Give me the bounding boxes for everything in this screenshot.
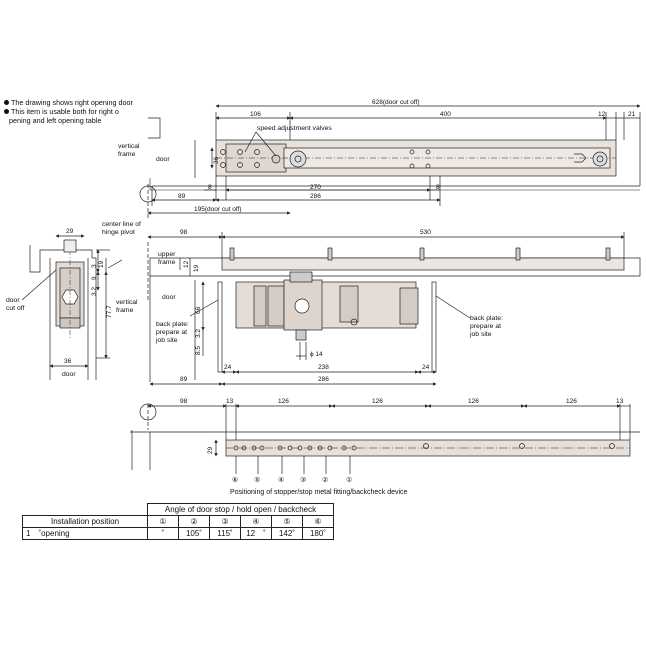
angle-table: Angle of door stop / hold open / backche…: [22, 503, 334, 540]
dim-24-right: 24: [422, 364, 430, 371]
table-corner: [23, 504, 148, 516]
dim-12-mid: 12: [183, 260, 190, 268]
col-head-4: ④: [240, 515, 272, 528]
position-5: ⑤: [254, 476, 260, 484]
position-4: ④: [278, 476, 284, 484]
dim-19-mid: 19: [193, 264, 200, 272]
dim-126-2: 126: [372, 398, 383, 405]
col-head-5: ⑤: [271, 515, 303, 528]
dim-270: 270: [310, 184, 321, 191]
dim-8-left: 8: [208, 184, 212, 191]
top-view: [139, 104, 641, 220]
dim-36-top: 36: [213, 156, 220, 164]
dim-3-side: 3: [91, 264, 98, 268]
cell-2: 105˚: [178, 527, 210, 540]
middle-elevation: [147, 232, 641, 386]
col-head-6: ⑥: [302, 515, 334, 528]
dim-98-bottom: 98: [180, 398, 188, 405]
note-1: The drawing shows right opening door: [4, 98, 133, 107]
dim-286-mid: 286: [318, 376, 329, 383]
cell-1: ˚: [147, 527, 179, 540]
dim-8.5: 8.5: [195, 346, 202, 355]
bottom-plan: [130, 403, 640, 474]
dim-66: 66: [195, 306, 202, 314]
dim-24-left: 24: [224, 364, 232, 371]
table-group-header: Angle of door stop / hold open / backche…: [147, 503, 334, 516]
dim-19-side: 19: [98, 260, 105, 268]
bullet-icon: [4, 109, 9, 114]
table-header-row: Angle of door stop / hold open / backche…: [23, 503, 334, 516]
top-view-text: 628(door cut off) 106 400 12 21 36 8 270…: [118, 99, 636, 213]
dim-238: 238: [318, 364, 329, 371]
label-door-top: door: [156, 156, 170, 163]
dim-36-side: 36: [64, 358, 72, 365]
side-section: [21, 234, 123, 380]
table-row-header: Installation position: [22, 515, 148, 528]
position-1: ①: [346, 476, 352, 484]
dim-21: 21: [628, 111, 636, 118]
dim-9-side: 9: [91, 276, 98, 280]
position-6: ⑥: [232, 476, 238, 484]
note-3: pening and left opening table: [9, 116, 102, 125]
label-speed-valves: speed adjustment valves: [257, 125, 332, 132]
bottom-plan-text: 98 13 126 126 126 126 13 29 ⑥ ⑤ ④ ③ ② ①: [180, 398, 624, 484]
table-column-row: Installation position ① ② ③ ④ ⑤ ⑥: [22, 515, 334, 528]
dim-126-3: 126: [468, 398, 479, 405]
cell-6: 180˚: [302, 527, 334, 540]
label-door-side: door: [62, 371, 76, 378]
col-head-1: ①: [147, 515, 179, 528]
dim-400: 400: [440, 111, 451, 118]
dim-13-left: 13: [226, 398, 234, 405]
cell-5: 142˚: [271, 527, 303, 540]
cell-4: 12 ˚: [240, 527, 272, 540]
dim-12: 12: [598, 111, 606, 118]
col-head-3: ③: [209, 515, 241, 528]
dim-77.7: 77.7: [106, 305, 113, 318]
dim-29-side: 29: [66, 228, 74, 235]
col-head-2: ②: [178, 515, 210, 528]
dim-3.2-side: 3.2: [91, 287, 98, 296]
dim-89-top: 89: [178, 193, 186, 200]
middle-elevation-text: 98 530 12 19 66 3.2 8.5 24 238 24 89 286…: [155, 229, 503, 383]
position-2: ②: [322, 476, 328, 484]
dim-8-right: 8: [436, 184, 440, 191]
dim-195: 195(door cut off): [194, 206, 242, 213]
dim-3.2-mid: 3.2: [195, 329, 202, 338]
cell-3: 115˚: [209, 527, 241, 540]
bullet-icon: [4, 100, 9, 105]
label-phi14: ϕ 14: [310, 351, 323, 358]
dim-29-bottom: 29: [207, 446, 214, 454]
dim-total: 628(door cut off): [372, 99, 420, 106]
table-row: 1 ˚opening ˚ 105˚ 115˚ 12 ˚ 142˚ 180˚: [22, 527, 334, 540]
dim-13-right: 13: [616, 398, 624, 405]
dim-286-top: 286: [310, 193, 321, 200]
label-door-mid: door: [162, 294, 176, 301]
dim-106: 106: [250, 111, 261, 118]
caption: Positioning of stopper/stop metal fittin…: [230, 489, 408, 496]
dim-89-mid: 89: [180, 376, 188, 383]
dim-530: 530: [420, 229, 431, 236]
note-2: This item is usable both for right o: [4, 107, 119, 116]
table-row-label: 1 ˚opening: [22, 527, 148, 540]
dim-126-4: 126: [566, 398, 577, 405]
dim-126-1: 126: [278, 398, 289, 405]
position-3: ③: [300, 476, 306, 484]
dim-98-mid: 98: [180, 229, 188, 236]
